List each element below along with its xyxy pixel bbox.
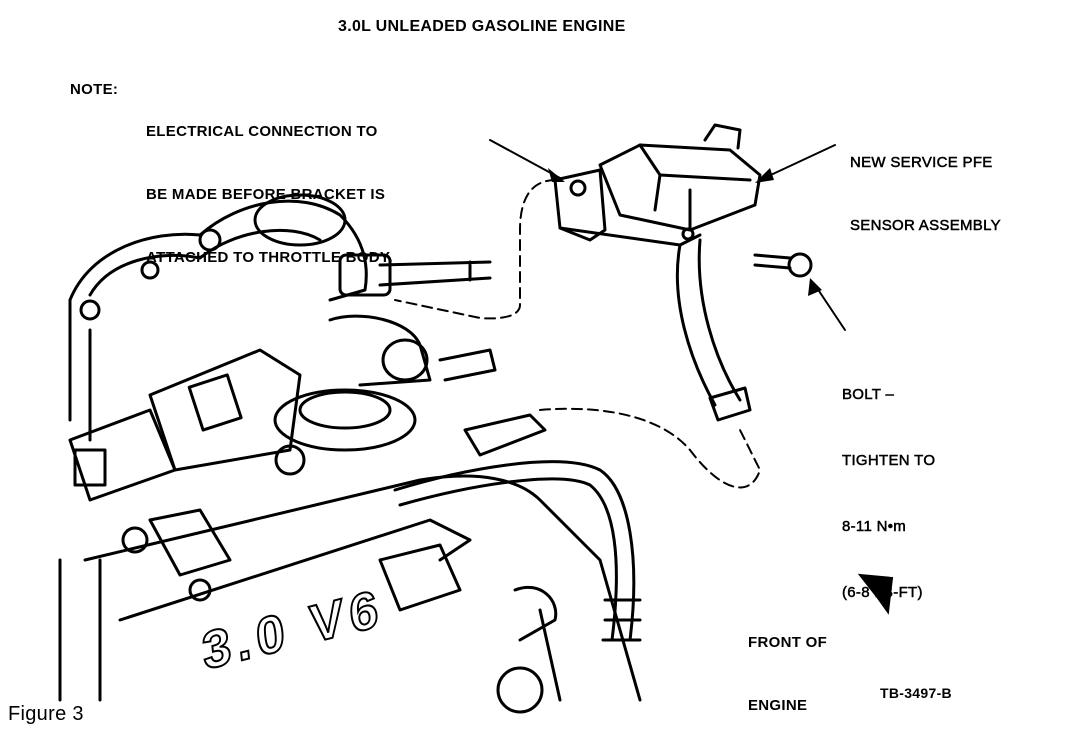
sensor-hose [675,238,752,422]
figure-caption: Figure 3 [8,703,84,725]
bolt-label-line: BOLT – [842,386,895,404]
note-line: BE MADE BEFORE BRACKET IS [146,186,386,203]
front-of-engine-label: FRONT OF ENGINE [748,590,827,737]
note-line: ATTACHED TO THROTTLE BODY. [146,249,393,266]
sensor-label: NEW SERVICE PFE SENSOR ASSEMBLY [850,110,1001,257]
bolt-label-line: (6-8 LB-FT) [842,584,923,602]
leader-lines [394,139,846,489]
bolt-label: BOLT – TIGHTEN TO 8-11 N•m (6-8 LB-FT) [842,340,935,626]
front-label-line: ENGINE [748,697,808,714]
bolt-label-line: TIGHTEN TO [842,452,936,470]
sensor-label-line: SENSOR ASSEMBLY [850,217,1001,235]
note-text: ELECTRICAL CONNECTION TO BE MADE BEFORE … [146,79,393,289]
front-arrow-icon [857,573,894,615]
note-line: ELECTRICAL CONNECTION TO [146,123,378,140]
vacuum-hose [393,413,642,642]
front-label-line: FRONT OF [748,634,828,651]
valve-cover [58,444,642,714]
sensor-label-line: NEW SERVICE PFE [850,154,993,172]
arrowheads [548,168,822,296]
pfe-sensor [553,123,762,247]
figure-code: TB-3497-B [880,685,952,701]
diagram-title: 3.0L UNLEADED GASOLINE ENGINE [338,18,626,35]
intake-manifold [68,193,368,442]
bolt [753,252,813,278]
bolt-label-line: 8-11 N•m [842,518,907,536]
throttle-body [68,253,497,502]
note-key: NOTE: [70,81,119,98]
